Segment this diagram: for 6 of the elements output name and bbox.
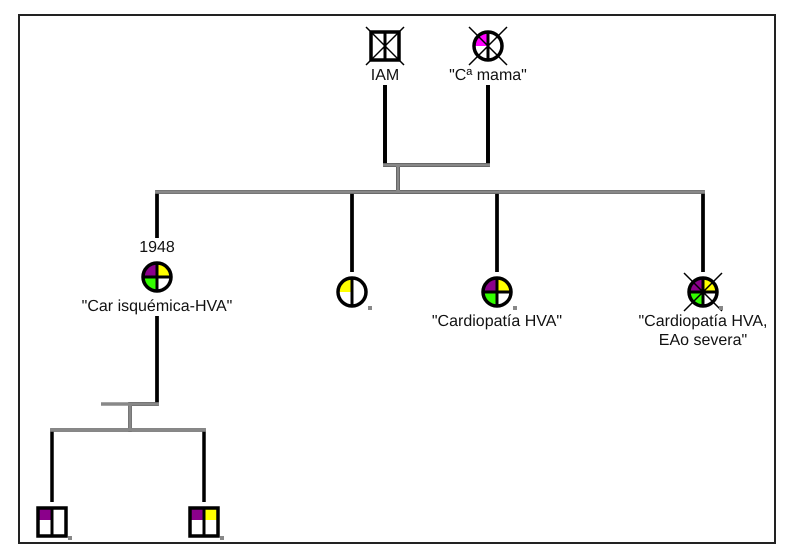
condition-label: "Cardiopatía HVA, EAo severa" [638, 312, 768, 350]
condition-label: "Car isquémica-HVA" [82, 297, 232, 316]
condition-label: "Cª mama" [449, 66, 527, 85]
birth-year-label: 1948 [139, 238, 175, 257]
condition-label: IAM [370, 66, 400, 85]
condition-label: "Cardiopatía HVA" [432, 312, 562, 331]
